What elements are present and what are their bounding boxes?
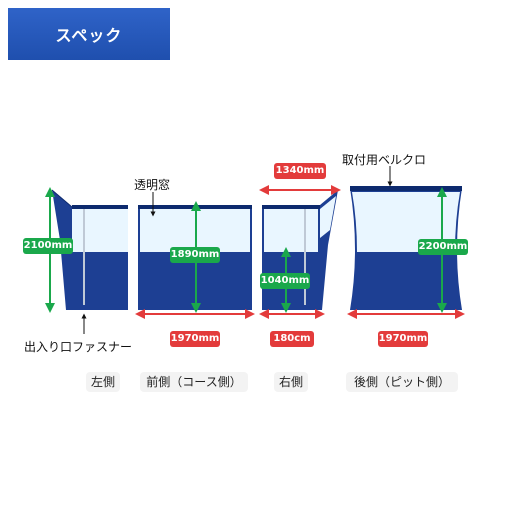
front-window-height-label: 1890mm xyxy=(170,247,220,263)
right-side-panel xyxy=(262,190,338,310)
right-top-width-label: 1340mm xyxy=(274,163,326,179)
rear-panel xyxy=(350,186,462,310)
velcro-callout: 取付用ベルクロ xyxy=(342,153,427,167)
window-callout: 透明窓 xyxy=(134,178,171,192)
rear-height-label: 2200mm xyxy=(418,239,468,255)
right-width-label: 180cm xyxy=(270,331,314,347)
left-side-panel xyxy=(51,189,128,310)
view-label-front: 前側（コース側） xyxy=(140,372,248,392)
rear-width-label: 1970mm xyxy=(378,331,428,347)
section-title: スペック xyxy=(55,26,123,45)
zipper-callout: 出入り口ファスナー xyxy=(24,340,133,354)
left-height-label: 2100mm xyxy=(23,238,73,254)
view-label-rear: 後側（ピット側） xyxy=(346,372,458,392)
right-window-height-label: 1040mm xyxy=(260,273,310,289)
view-label-right: 右側 xyxy=(274,372,308,392)
section-header: スペック xyxy=(8,8,170,60)
view-label-left: 左側 xyxy=(86,372,120,392)
front-width-label: 1970mm xyxy=(170,331,220,347)
